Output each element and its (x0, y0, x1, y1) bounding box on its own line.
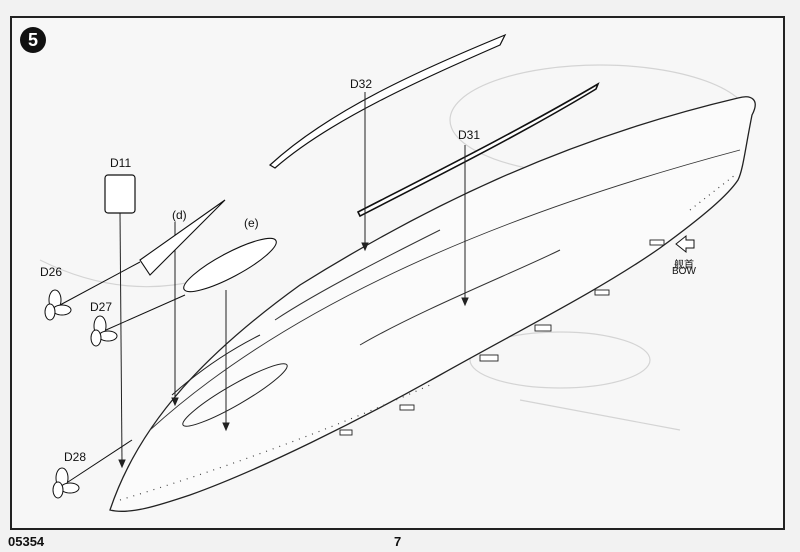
d31-slot (359, 249, 561, 346)
page-number: 7 (394, 534, 402, 549)
portholes (119, 384, 431, 501)
part-e-fin (183, 237, 277, 293)
label-d11: D11 (110, 156, 132, 170)
bow-label-zh: 舰首 (674, 260, 694, 271)
step-number-badge: 5 (20, 27, 46, 53)
hull-fittings (339, 239, 665, 436)
label-d31: D31 (458, 128, 481, 142)
hull-outline (109, 96, 756, 512)
propeller-d27 (90, 294, 186, 347)
label-sub-d: (d) (172, 208, 187, 222)
label-d32: D32 (350, 77, 373, 91)
label-d27: D27 (90, 300, 113, 314)
bow-arrow-icon (675, 234, 695, 254)
part-d32-rail (269, 33, 507, 169)
bow-label-en: BOW (672, 266, 696, 277)
propeller-d28 (52, 439, 133, 499)
part-d-fin (139, 199, 226, 276)
kit-code: 05354 (8, 534, 45, 549)
hull-fin-slot-lower (171, 334, 261, 396)
hull-fin-slot-e (182, 363, 288, 427)
label-sub-e: (e) (244, 216, 259, 230)
d32-slot (274, 229, 441, 321)
part-d11-plate (104, 174, 136, 214)
label-d26: D26 (40, 265, 63, 279)
deck-line (149, 149, 741, 431)
label-d28: D28 (64, 450, 87, 464)
part-d31-rail (356, 82, 600, 218)
propeller-d26 (44, 261, 141, 321)
